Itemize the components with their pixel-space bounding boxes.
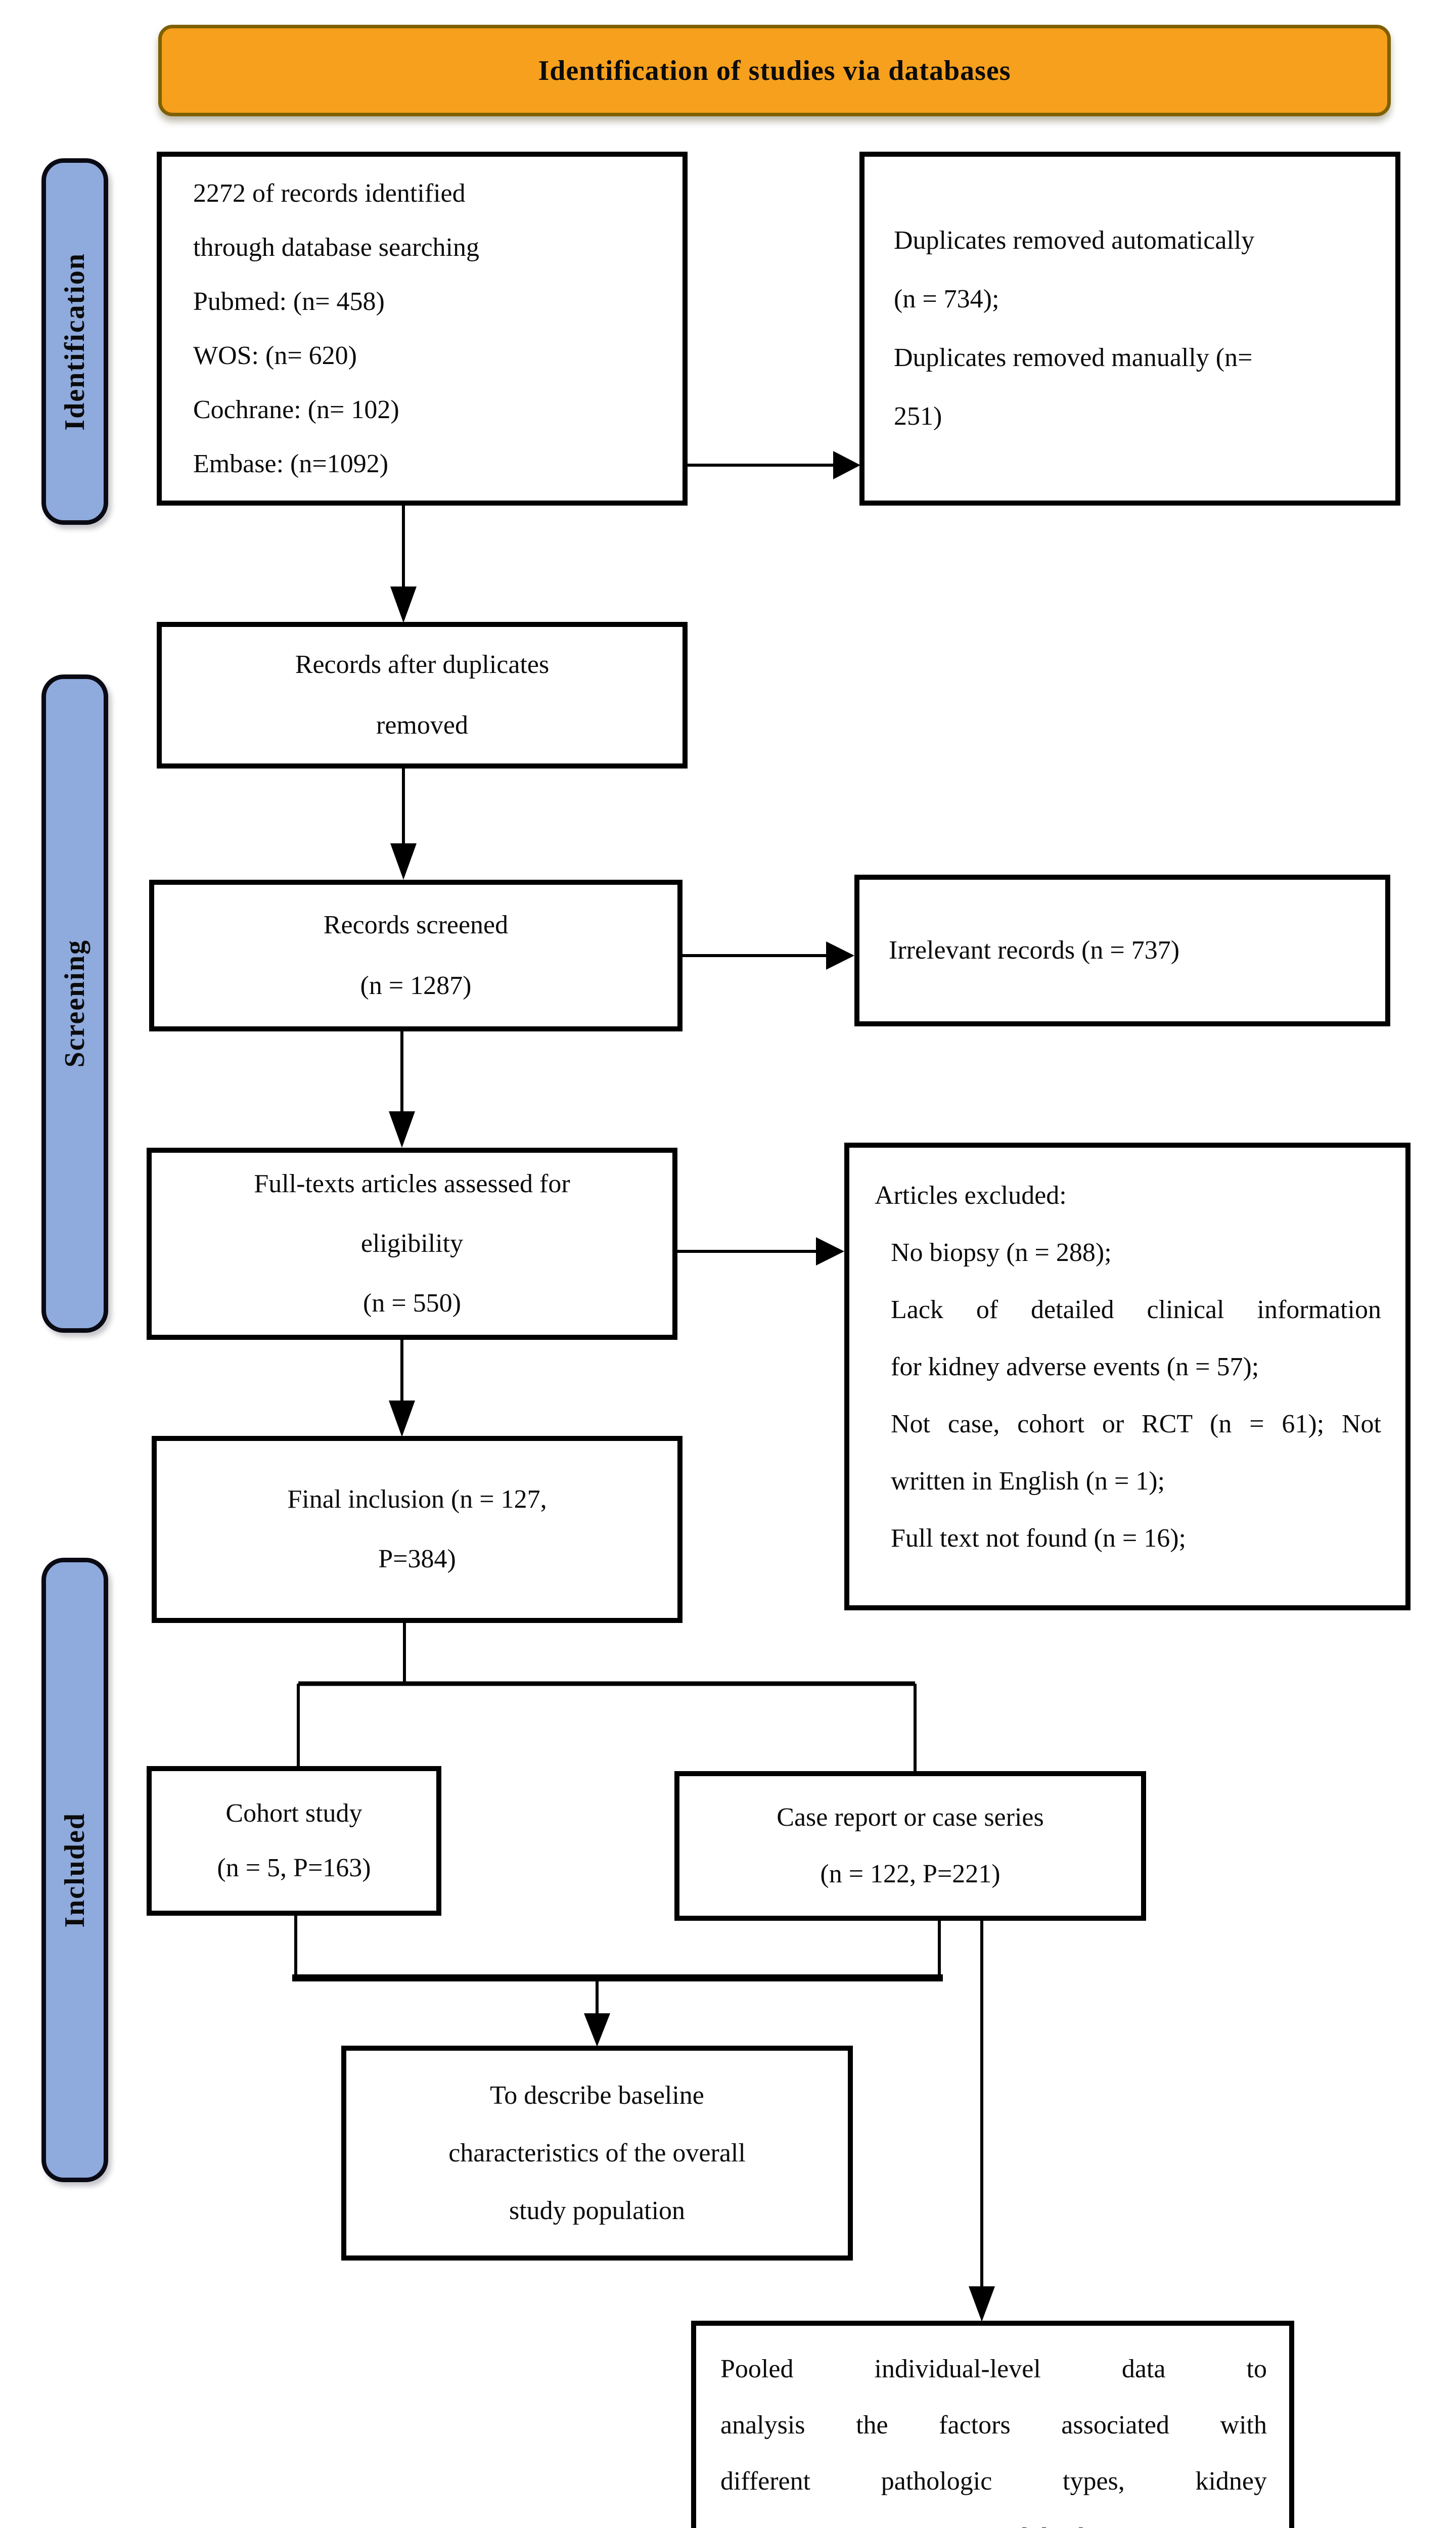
box-line: Pooled individual-level data to bbox=[720, 2355, 1267, 2383]
stage-screening-label: Screening bbox=[59, 939, 90, 1068]
box-line: written in English (n = 1); bbox=[891, 1467, 1165, 1496]
box-line: Duplicates removed automatically bbox=[894, 226, 1255, 255]
stage-included-label: Included bbox=[59, 1812, 90, 1928]
box-line: (n = 1287) bbox=[360, 971, 472, 1000]
box-line: (n = 550) bbox=[363, 1289, 461, 1318]
arrowhead-right-icon bbox=[833, 451, 860, 479]
box-line: Embase: (n=1092) bbox=[193, 449, 389, 478]
box-articles-excluded: Articles excluded: No biopsy (n = 288); … bbox=[844, 1143, 1410, 1610]
box-line: recovery, tumor outcome and death bbox=[720, 2509, 1267, 2528]
box-line: (n = 5, P=163) bbox=[217, 1854, 371, 1882]
arrowhead-down-icon bbox=[389, 1111, 415, 1148]
box-line: Articles excluded: bbox=[875, 1181, 1067, 1210]
box-case-report-series: Case report or case series (n = 122, P=2… bbox=[674, 1771, 1146, 1921]
arrowhead-down-icon bbox=[389, 1401, 415, 1437]
box-line: Pubmed: (n= 458) bbox=[193, 287, 385, 316]
box-line: removed bbox=[376, 711, 468, 740]
box-line: WOS: (n= 620) bbox=[193, 341, 357, 370]
box-cohort-study: Cohort study (n = 5, P=163) bbox=[147, 1766, 441, 1916]
arrowhead-down-icon bbox=[584, 2013, 610, 2047]
box-line: Records after duplicates bbox=[295, 650, 550, 679]
box-pooled-analysis: Pooled individual-level data to analysis… bbox=[691, 2321, 1294, 2528]
box-line: characteristics of the overall bbox=[448, 2138, 746, 2168]
stage-identification: Identification bbox=[41, 158, 108, 525]
box-line: P=384) bbox=[378, 1545, 456, 1573]
box-line: eligibility bbox=[360, 1229, 464, 1258]
stage-screening: Screening bbox=[41, 674, 108, 1333]
banner-identification-via-databases: Identification of studies via databases bbox=[158, 25, 1391, 116]
box-line: Case report or case series bbox=[777, 1803, 1044, 1832]
box-line: Records screened bbox=[323, 911, 509, 939]
box-line: To describe baseline bbox=[490, 2081, 704, 2110]
box-line: analysis the factors associated with bbox=[720, 2411, 1267, 2440]
box-line: through database searching bbox=[193, 233, 480, 262]
banner-title: Identification of studies via databases bbox=[538, 55, 1011, 86]
box-line: 251) bbox=[894, 402, 942, 431]
arrowhead-down-icon bbox=[390, 843, 417, 880]
box-line: for kidney adverse events (n = 57); bbox=[891, 1352, 1259, 1381]
box-line: (n = 122, P=221) bbox=[820, 1860, 1000, 1888]
box-line: Lack of detailed clinical information bbox=[891, 1295, 1381, 1324]
box-describe-baseline: To describe baseline characteristics of … bbox=[341, 2046, 853, 2261]
arrowhead-down-icon bbox=[390, 586, 417, 623]
box-line: Cohort study bbox=[225, 1799, 362, 1828]
box-line: Irrelevant records (n = 737) bbox=[889, 936, 1180, 965]
box-duplicates-removed: Duplicates removed automatically (n = 73… bbox=[859, 152, 1400, 506]
box-line: No biopsy (n = 288); bbox=[891, 1238, 1112, 1267]
box-line: Final inclusion (n = 127, bbox=[287, 1485, 547, 1514]
box-line: Full-texts articles assessed for bbox=[254, 1169, 570, 1198]
box-line: Not case, cohort or RCT (n = 61); Not bbox=[891, 1410, 1381, 1438]
box-line: Duplicates removed manually (n= bbox=[894, 343, 1253, 372]
arrowhead-right-icon bbox=[816, 1237, 844, 1266]
box-final-inclusion: Final inclusion (n = 127, P=384) bbox=[152, 1436, 682, 1623]
box-line: 2272 of records identified bbox=[193, 179, 466, 208]
box-records-screened: Records screened (n = 1287) bbox=[149, 880, 682, 1031]
box-records-identified: 2272 of records identified through datab… bbox=[157, 152, 688, 506]
arrowhead-down-icon bbox=[969, 2286, 995, 2322]
box-line: different pathologic types, kidney bbox=[720, 2467, 1267, 2496]
box-line: (n = 734); bbox=[894, 285, 999, 313]
box-records-after-duplicates: Records after duplicates removed bbox=[157, 622, 688, 769]
box-fulltext-assessed: Full-texts articles assessed for eligibi… bbox=[147, 1148, 677, 1340]
stage-included: Included bbox=[41, 1558, 108, 2182]
box-line: Cochrane: (n= 102) bbox=[193, 395, 399, 424]
box-line: Full text not found (n = 16); bbox=[891, 1524, 1186, 1553]
box-line: study population bbox=[509, 2196, 686, 2225]
stage-identification-label: Identification bbox=[59, 252, 90, 431]
arrowhead-right-icon bbox=[826, 941, 854, 970]
box-irrelevant-records: Irrelevant records (n = 737) bbox=[854, 875, 1390, 1026]
